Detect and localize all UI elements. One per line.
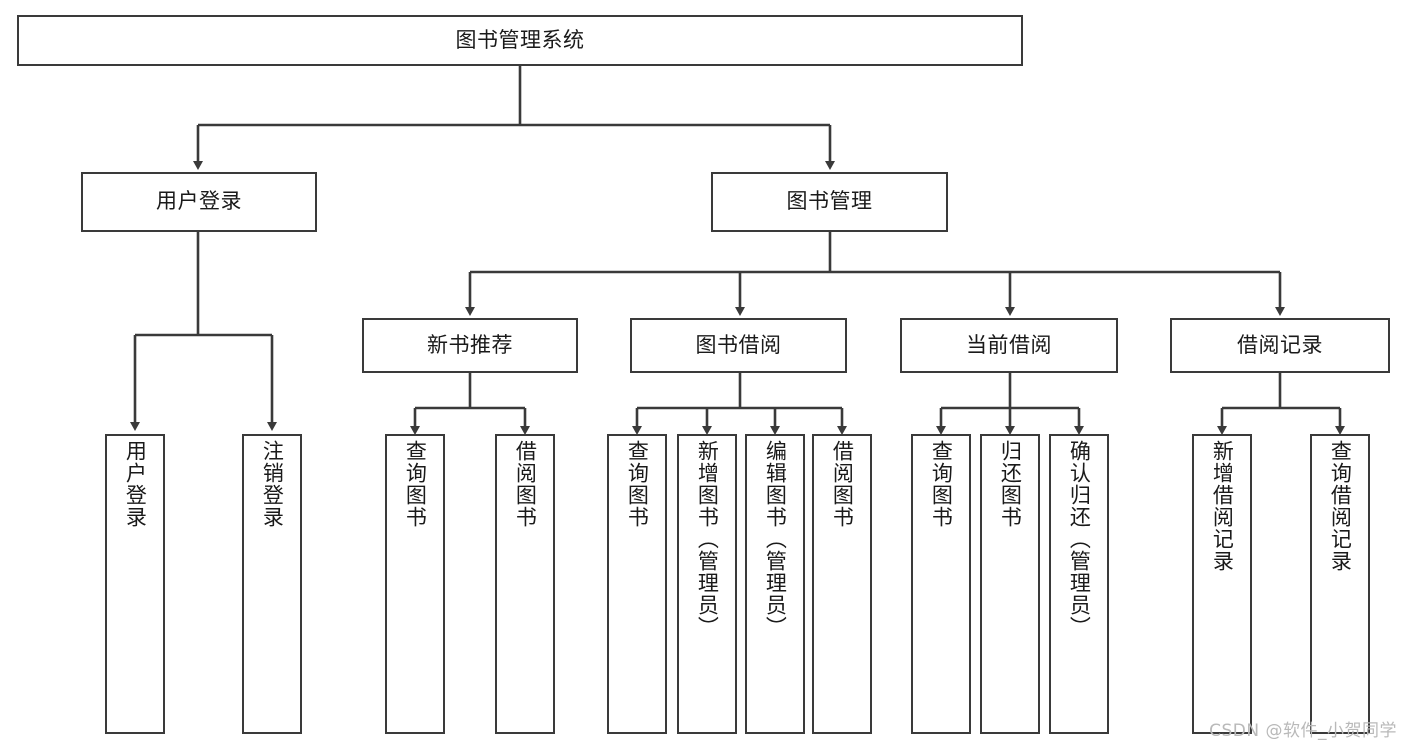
leaf-book-borrow-add[interactable]: 新增图书（管理员） <box>677 434 737 734</box>
node-user-login-label: 用户登录 <box>156 189 242 214</box>
leaf-book-borrow-query-label: 查询图书 <box>625 440 650 528</box>
leaf-user-login-logout-label: 注销登录 <box>260 440 285 528</box>
leaf-borrow-record-query[interactable]: 查询借阅记录 <box>1310 434 1370 734</box>
node-book-borrow-label: 图书借阅 <box>695 332 782 357</box>
leaf-book-borrow-edit[interactable]: 编辑图书（管理员） <box>745 434 805 734</box>
leaf-user-login-login[interactable]: 用户登录 <box>105 434 165 734</box>
leaf-book-borrow-query[interactable]: 查询图书 <box>607 434 667 734</box>
leaf-book-borrow-borrow-label: 借阅图书 <box>830 440 855 528</box>
leaf-borrow-record-query-label: 查询借阅记录 <box>1328 440 1353 572</box>
leaf-current-borrow-query-label: 查询图书 <box>929 440 954 528</box>
leaf-new-book-borrow[interactable]: 借阅图书 <box>495 434 555 734</box>
leaf-new-book-query-label: 查询图书 <box>403 440 428 528</box>
node-book-borrow[interactable]: 图书借阅 <box>630 318 847 373</box>
node-user-login[interactable]: 用户登录 <box>81 172 317 232</box>
node-current-borrow[interactable]: 当前借阅 <box>900 318 1118 373</box>
leaf-current-borrow-confirm-label: 确认归还（管理员） <box>1067 440 1092 638</box>
leaf-current-borrow-return-label: 归还图书 <box>998 440 1023 528</box>
node-book-manage-label: 图书管理 <box>786 189 873 214</box>
node-root-label: 图书管理系统 <box>455 27 585 52</box>
leaf-book-borrow-edit-label: 编辑图书（管理员） <box>763 440 788 638</box>
leaf-new-book-query[interactable]: 查询图书 <box>385 434 445 734</box>
node-root[interactable]: 图书管理系统 <box>17 15 1023 66</box>
leaf-current-borrow-query[interactable]: 查询图书 <box>911 434 971 734</box>
node-book-manage[interactable]: 图书管理 <box>711 172 948 232</box>
leaf-borrow-record-add[interactable]: 新增借阅记录 <box>1192 434 1252 734</box>
leaf-user-login-login-label: 用户登录 <box>123 440 148 528</box>
leaf-borrow-record-add-label: 新增借阅记录 <box>1210 440 1235 572</box>
leaf-book-borrow-add-label: 新增图书（管理员） <box>695 440 720 638</box>
node-current-borrow-label: 当前借阅 <box>966 332 1052 357</box>
leaf-current-borrow-return[interactable]: 归还图书 <box>980 434 1040 734</box>
node-new-book-recommend-label: 新书推荐 <box>427 332 513 357</box>
leaf-user-login-logout[interactable]: 注销登录 <box>242 434 302 734</box>
node-new-book-recommend[interactable]: 新书推荐 <box>362 318 578 373</box>
node-borrow-record[interactable]: 借阅记录 <box>1170 318 1390 373</box>
leaf-book-borrow-borrow[interactable]: 借阅图书 <box>812 434 872 734</box>
node-borrow-record-label: 借阅记录 <box>1237 332 1323 357</box>
leaf-current-borrow-confirm[interactable]: 确认归还（管理员） <box>1049 434 1109 734</box>
leaf-new-book-borrow-label: 借阅图书 <box>513 440 538 528</box>
